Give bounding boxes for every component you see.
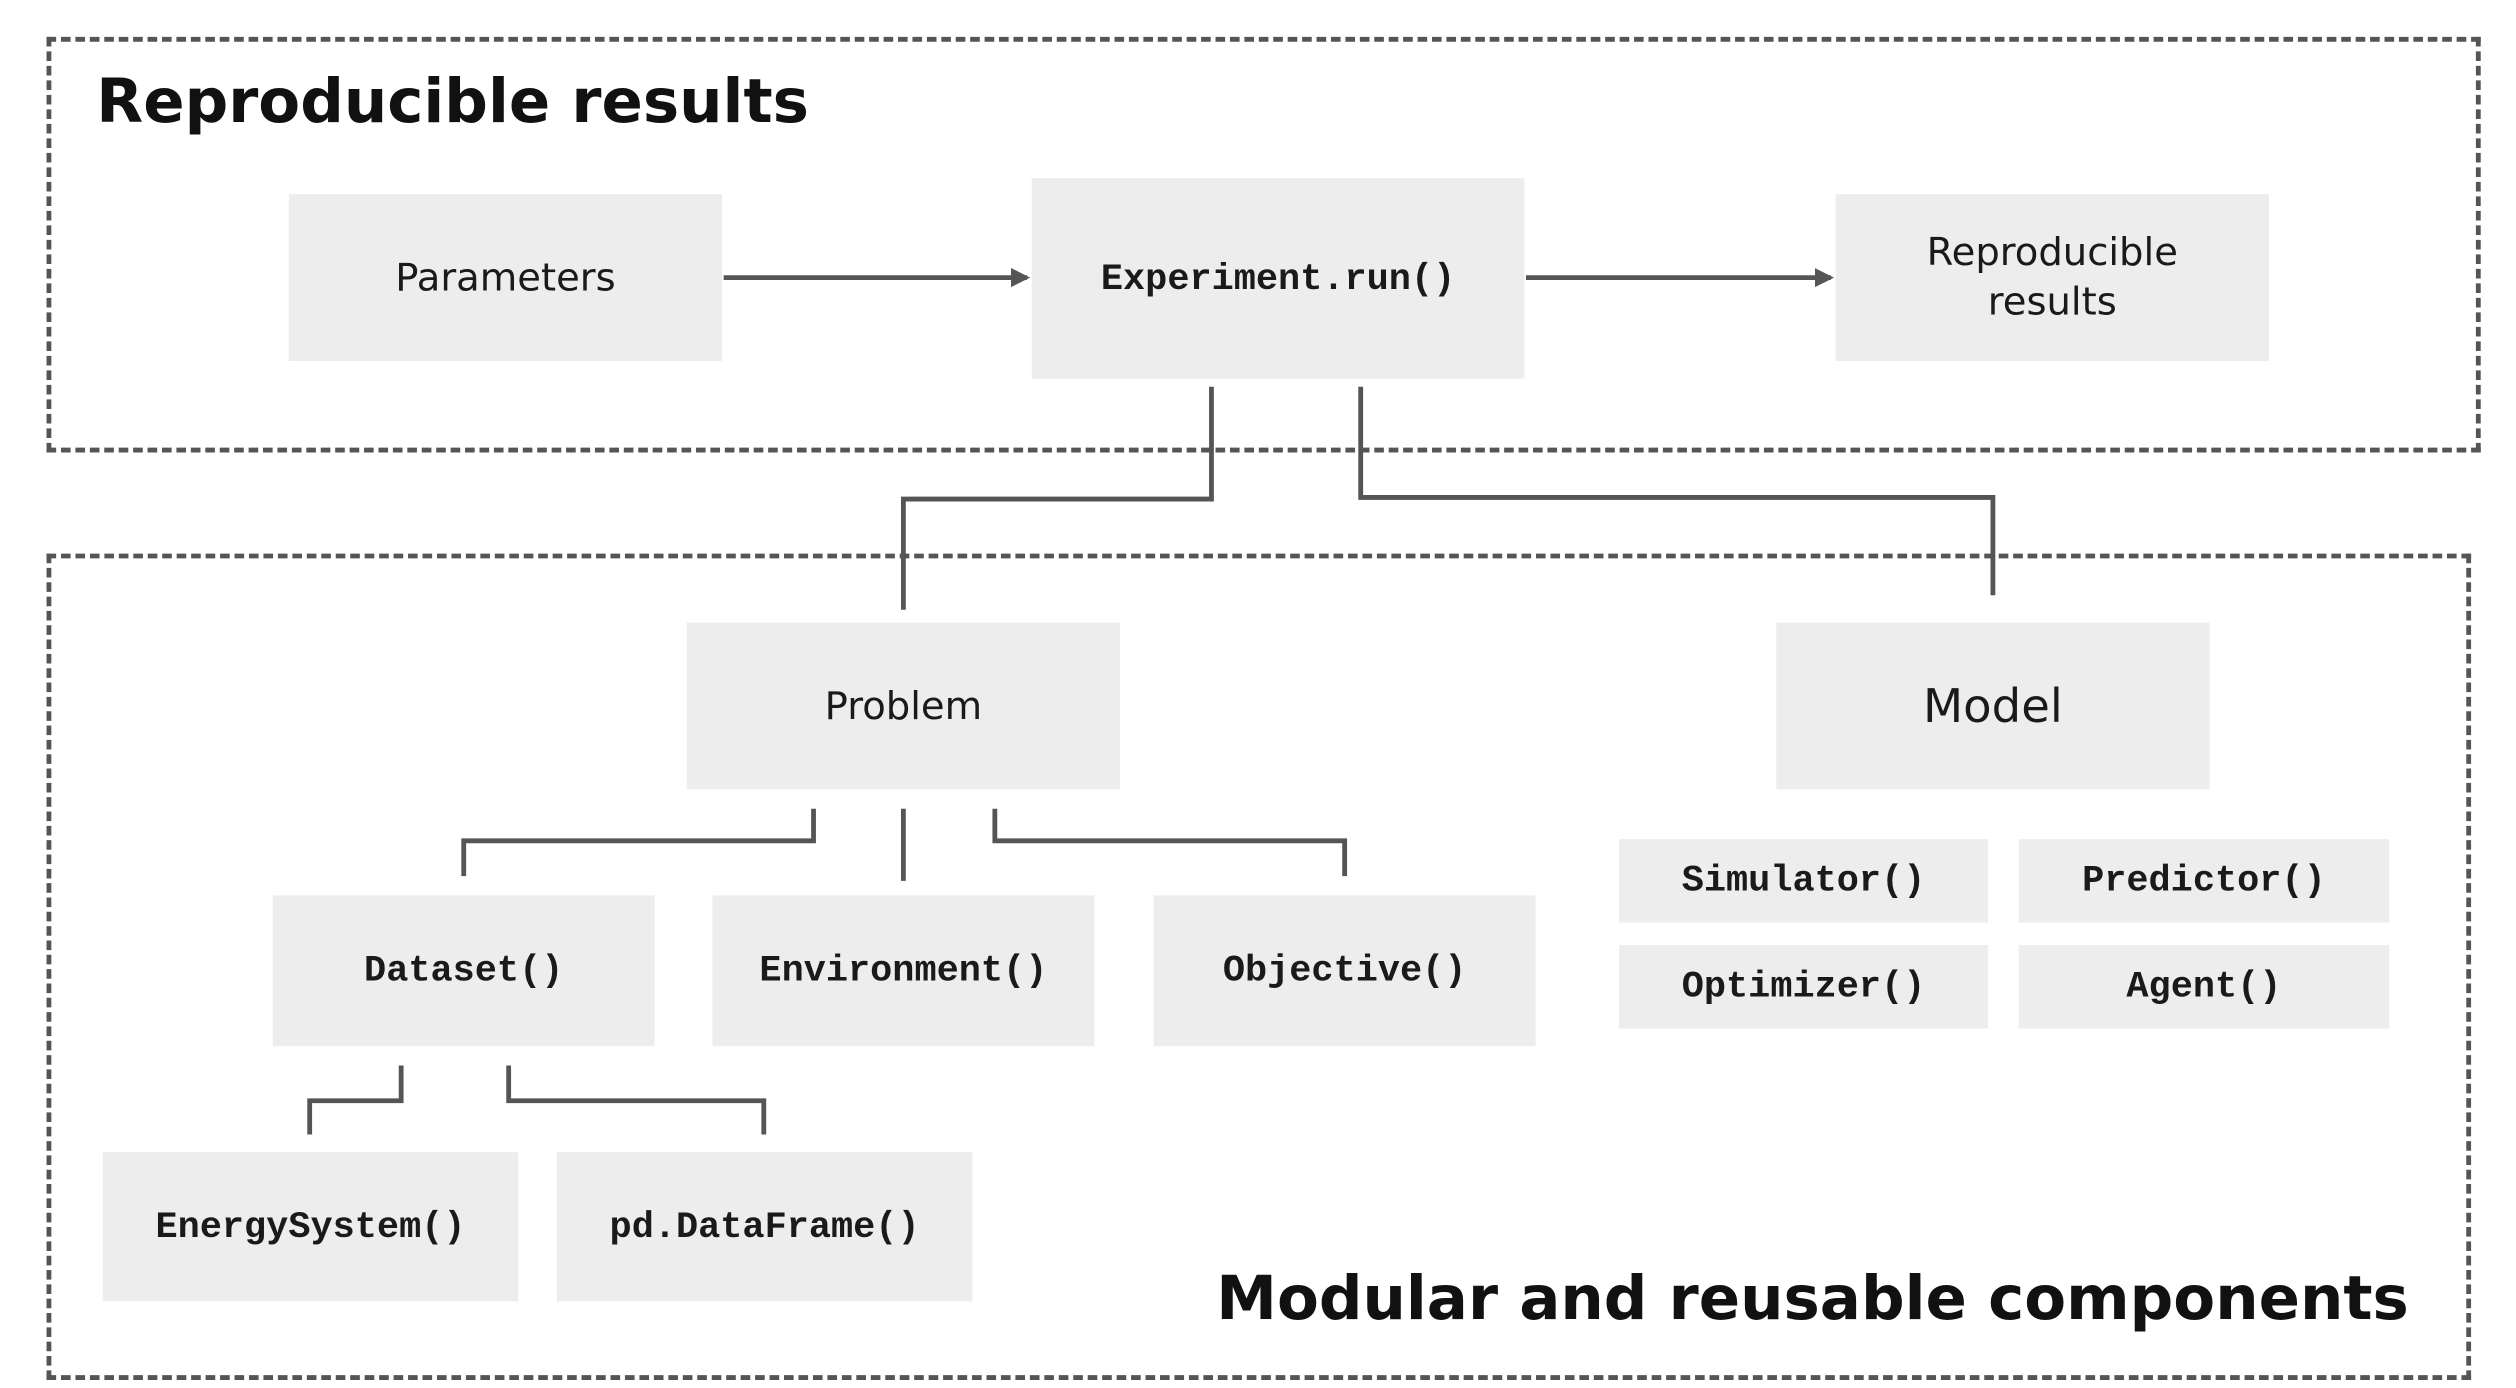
modular-components-group	[46, 553, 2472, 1380]
dataframe-label: pd.DataFrame()	[609, 1205, 920, 1248]
connector-experiment-to-model	[1358, 386, 1996, 596]
environment-box: Environment()	[712, 895, 1095, 1047]
agent-box: Agent()	[2018, 945, 2390, 1029]
reproducible-results-group	[46, 36, 2481, 453]
connector-problem-to-dataset	[461, 808, 816, 877]
predictor-label: Predictor()	[2082, 860, 2326, 902]
dataframe-box: pd.DataFrame()	[556, 1152, 973, 1302]
dataset-label: Dataset()	[364, 949, 564, 992]
agent-label: Agent()	[2126, 965, 2282, 1008]
optimizer-box: Optimizer()	[1619, 945, 1989, 1029]
connector-dataset-to-energysystem	[307, 1065, 404, 1135]
predictor-box: Predictor()	[2018, 839, 2390, 923]
connector-experiment-to-problem	[900, 386, 1214, 610]
connector-problem-to-objective	[992, 808, 1348, 877]
energy-system-label: EnergySystem()	[155, 1205, 466, 1248]
model-box: Model	[1776, 622, 2210, 790]
reproducible-results-label: Reproducible results	[1926, 229, 2178, 325]
objective-label: Objective()	[1222, 949, 1467, 992]
objective-box: Objective()	[1153, 895, 1536, 1047]
simulator-box: Simulator()	[1619, 839, 1989, 923]
model-label: Model	[1923, 678, 2063, 734]
experiment-run-label: Experiment.run()	[1100, 257, 1456, 300]
connector-dataset-to-dataframe	[506, 1065, 767, 1135]
environment-label: Environment()	[759, 949, 1048, 992]
energy-system-box: EnergySystem()	[102, 1152, 519, 1302]
optimizer-label: Optimizer()	[1681, 965, 1926, 1008]
modular-components-heading: Modular and reusable components	[1216, 1262, 2409, 1334]
problem-box: Problem	[686, 622, 1121, 790]
simulator-label: Simulator()	[1681, 860, 1926, 902]
dataset-box: Dataset()	[272, 895, 655, 1047]
reproducible-results-heading: Reproducible results	[96, 65, 809, 137]
parameters-label: Parameters	[395, 255, 616, 301]
experiment-run-box: Experiment.run()	[1031, 178, 1525, 379]
reproducible-results-box: Reproducible results	[1835, 194, 2269, 362]
problem-label: Problem	[824, 683, 983, 729]
parameters-box: Parameters	[288, 194, 723, 362]
